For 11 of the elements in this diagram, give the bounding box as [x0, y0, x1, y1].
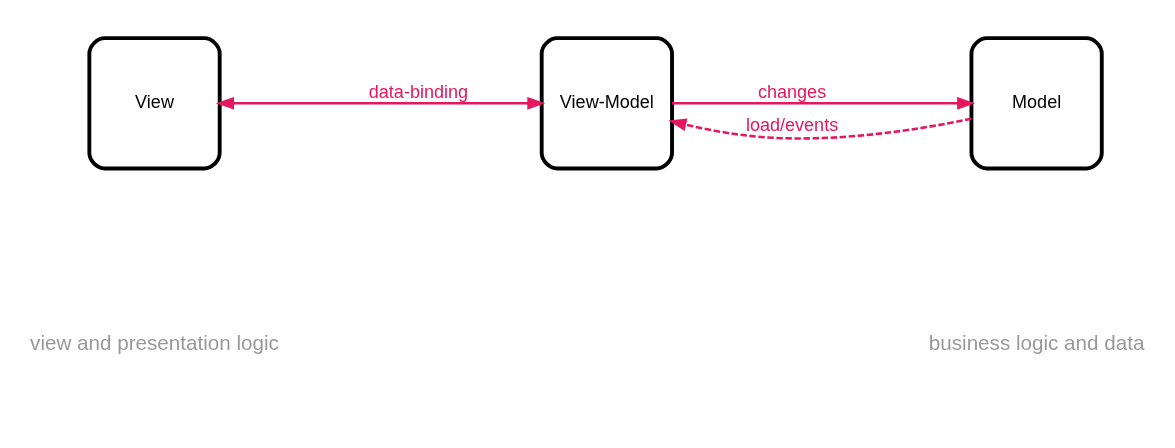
edge-label: load/events	[745, 114, 839, 135]
arrow	[672, 97, 976, 110]
edge-label: data-binding	[368, 82, 469, 103]
arrow	[668, 117, 972, 140]
arrow	[215, 97, 546, 110]
node-box: View	[87, 36, 222, 171]
label: view and presentation logic	[30, 330, 279, 354]
node-box: Model	[969, 36, 1104, 171]
node-box: View-Model	[539, 36, 674, 171]
edge-label: changes	[757, 82, 827, 103]
label: business logic and data	[928, 330, 1145, 354]
